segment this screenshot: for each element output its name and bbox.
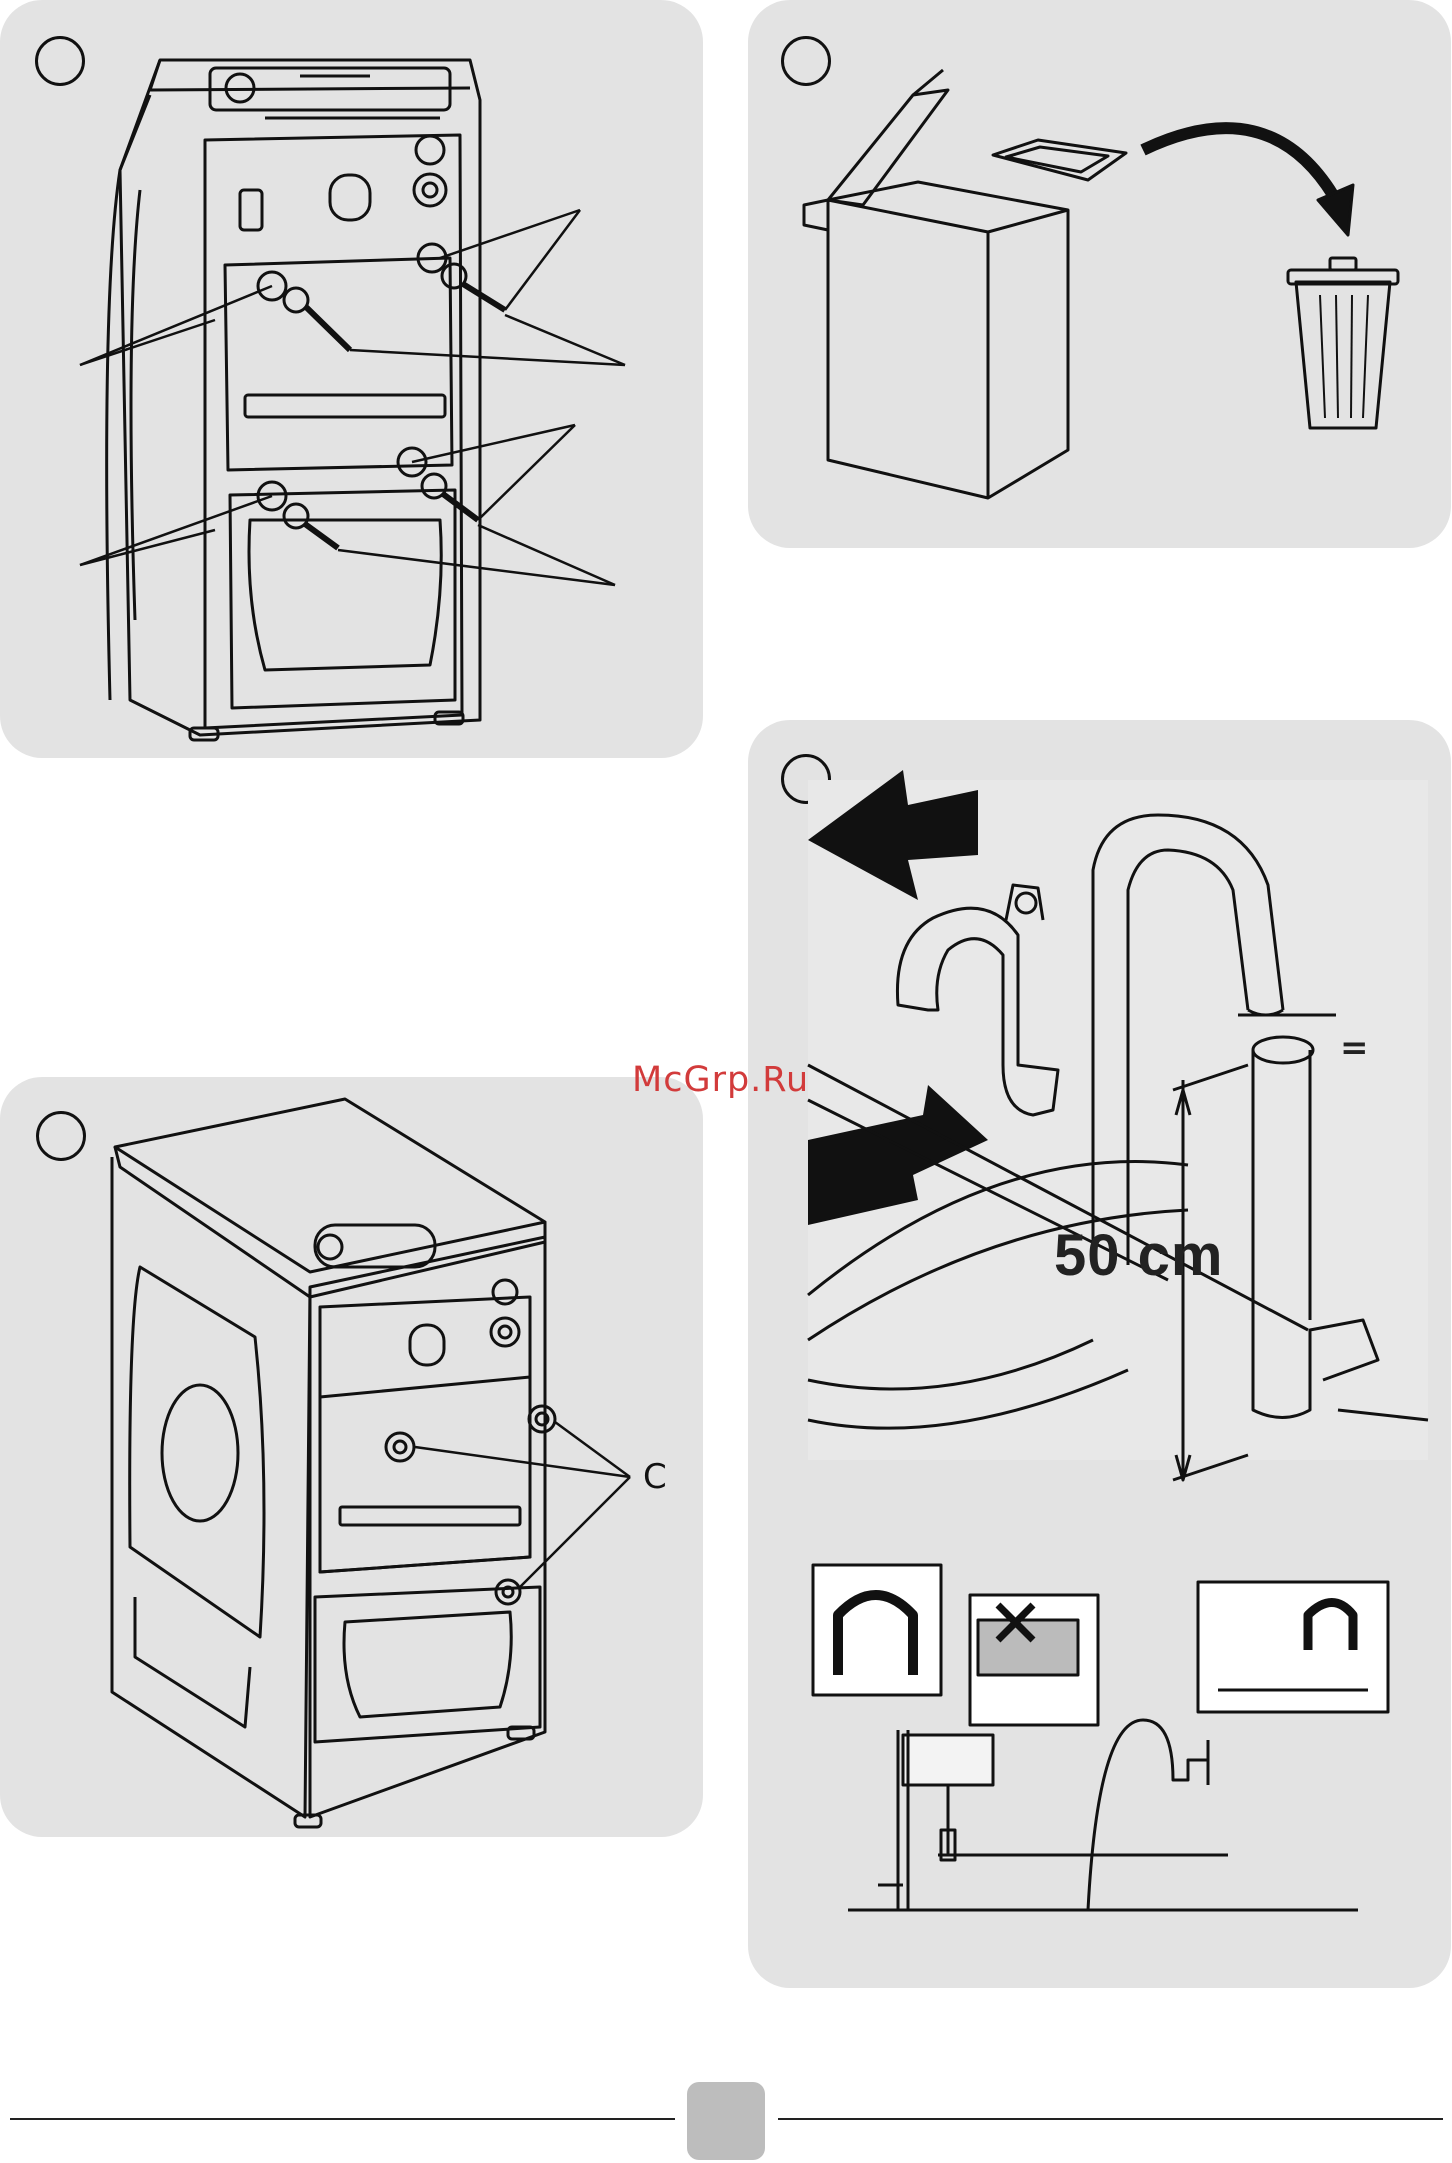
packaging-illustration <box>748 0 1451 548</box>
machine-angled-illustration <box>0 1077 703 1837</box>
page-number-box <box>687 2082 765 2160</box>
panel-transit-bolts <box>0 0 703 758</box>
watermark: McGrp.Ru <box>632 1060 809 1100</box>
footer-line-right <box>778 2118 1443 2120</box>
plug-label-c: C <box>643 1457 667 1497</box>
footer-line-left <box>10 2118 675 2120</box>
panel-drain-hose: 50 cm = <box>748 720 1451 1988</box>
equal-width-sign: = <box>1340 1028 1369 1068</box>
panel-packaging-disposal <box>748 0 1451 548</box>
height-dimension-label: 50 cm <box>1054 1222 1223 1289</box>
machine-rear-illustration <box>0 0 703 758</box>
drain-hose-illustration <box>748 720 1451 1988</box>
panel-cover-plugs: C <box>0 1077 703 1837</box>
